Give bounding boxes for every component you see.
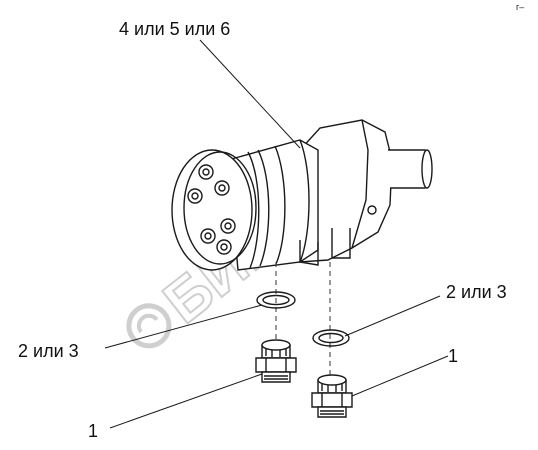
label-fitting-right: 1: [448, 346, 458, 366]
leader-seal-right: [344, 295, 441, 337]
leader-seal-left: [104, 304, 263, 349]
seal-ring-left: [256, 291, 296, 309]
cover-bolts: [187, 164, 236, 255]
hydraulic-motor: [171, 119, 433, 271]
leader-motor: [199, 39, 301, 149]
seal-ring-right: [312, 329, 350, 347]
label-seal-right: 2 или 3: [446, 282, 507, 302]
label-motor: 4 или 5 или 6: [119, 19, 230, 39]
leader-fitting-right: [351, 355, 449, 397]
fitting-left: [255, 339, 297, 383]
leader-lines: [104, 39, 449, 429]
watermark-logo-icon: [126, 303, 172, 349]
port-axis-lines: [275, 262, 331, 378]
corner-mark: г–: [516, 2, 524, 12]
label-seal-left: 2 или 3: [18, 341, 79, 361]
leader-fitting-left: [109, 373, 263, 429]
fitting-right: [311, 374, 353, 418]
label-fitting-left: 1: [88, 421, 98, 441]
